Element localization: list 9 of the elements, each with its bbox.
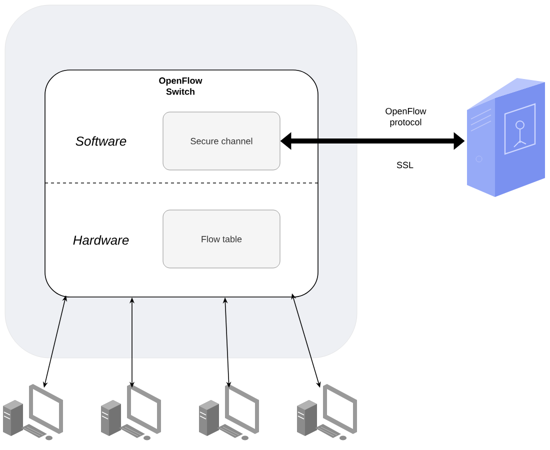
server-drawing — [467, 78, 545, 197]
edge-label: OpenFlow protocol — [386, 108, 426, 128]
computer-drawing — [101, 384, 161, 440]
computer-drawing — [297, 384, 357, 440]
process-box: Secure channel — [162, 112, 280, 170]
computer-drawing — [199, 384, 259, 440]
computer-drawing — [3, 384, 63, 440]
protocol-label: SSL — [396, 162, 414, 168]
process-box: Flow table — [162, 210, 280, 268]
